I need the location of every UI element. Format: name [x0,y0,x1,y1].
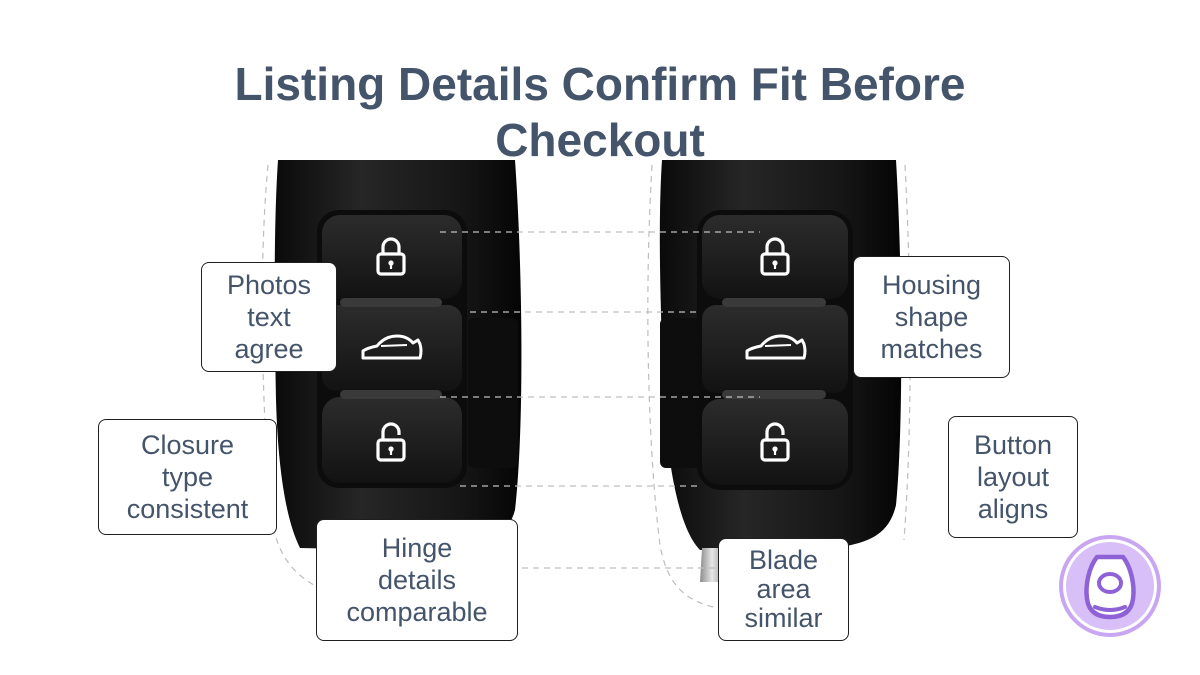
page-title: Listing Details Confirm Fit Before Check… [150,56,1050,168]
callout-photos-text-agree: Photos text agree [201,262,337,372]
callout-line: Closure [140,430,235,460]
callout-line: Blade [748,545,819,575]
callout-line: similar [744,603,823,633]
callout-line: aligns [977,494,1049,524]
callout-line: Button [973,430,1053,460]
left-key-fob [274,160,522,585]
callout-line: layout [976,462,1050,492]
callout-line: consistent [126,494,249,524]
callout-line: matches [880,334,983,364]
right-fob-outline-2 [903,164,911,541]
key-fob-badge-icon [1059,535,1161,637]
comparison-guide-lines [440,231,760,569]
callout-line: Housing [881,270,982,300]
callout-blade-area-similar: Blade area similar [718,538,849,641]
callout-hinge-details-comparable: Hinge details comparable [316,519,518,641]
right-fob-outline [647,164,761,613]
callout-line: type [161,462,214,492]
callout-line: details [377,565,457,595]
callout-line: agree [234,334,304,364]
title-line-1: Listing Details Confirm Fit Before [234,58,966,110]
right-key-fob [659,160,902,582]
callout-line: area [756,574,811,604]
callout-housing-shape-matches: Housing shape matches [853,256,1010,378]
callout-line: text [247,302,291,332]
callout-button-layout-aligns: Button layout aligns [948,416,1078,538]
callout-closure-type-consistent: Closure type consistent [98,419,277,535]
title-line-2: Checkout [495,114,705,166]
callout-line: Photos [226,270,312,300]
callout-line: shape [894,302,969,332]
callout-line: comparable [346,597,488,627]
callout-line: Hinge [381,533,453,563]
